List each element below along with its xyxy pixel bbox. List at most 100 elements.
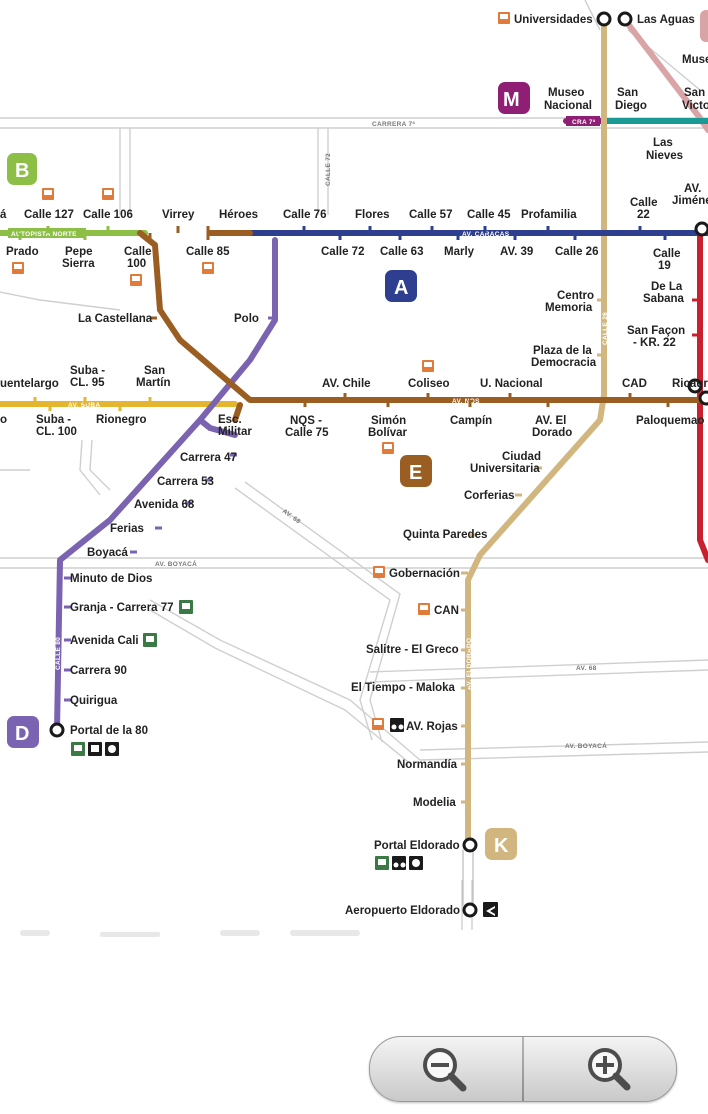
station-calle-22-2: 22 (637, 209, 650, 221)
station-ciudad-univ-1: Ciudad (502, 451, 541, 463)
street-av68-b: AV. 68 (576, 665, 597, 672)
zoom-out-button[interactable] (370, 1037, 522, 1101)
street-av-boyaca-b: AV. BOYACÁ (565, 741, 607, 750)
station-calle-72: Calle 72 (321, 246, 364, 258)
station-labels[interactable]: Universidades Las Aguas Muse Museo Nacio… (0, 14, 708, 917)
station-avenida-68: Avenida 68 (134, 499, 195, 511)
station-pepe-sierra-2: Sierra (62, 258, 95, 270)
station-ciudad-univ-2: Universitaria (470, 463, 540, 475)
station-ferias: Ferias (110, 523, 144, 535)
street-carrera7: CARRERA 7ª (372, 121, 415, 128)
station-las-aguas: Las Aguas (637, 14, 695, 26)
station-av-jimenez-1: AV. (684, 183, 701, 195)
station-nqs-75-2: Calle 75 (285, 427, 329, 439)
badge-line-k: K (494, 835, 509, 857)
station-avenida-cali: Avenida Cali (70, 635, 139, 647)
station-calle-127: Calle 127 (24, 209, 74, 221)
station-el-tiempo: El Tiempo - Maloka (351, 682, 456, 694)
portal-eldorado-marker (462, 837, 478, 853)
station-corferias: Corferias (464, 490, 515, 502)
cutoff-strip (20, 930, 360, 937)
station-prado: Prado (6, 246, 39, 258)
station-can: CAN (434, 605, 459, 617)
station-carrera-47: Carrera 47 (180, 452, 237, 464)
street-av-jimenez: AV. JIMÉNEZ (689, 297, 698, 340)
station-flores: Flores (355, 209, 390, 221)
station-ricaurte: Ricaurte (672, 378, 708, 390)
line-e-route (137, 230, 708, 403)
line-k-route (465, 17, 607, 848)
zoom-in-button[interactable] (524, 1037, 676, 1101)
station-granja: Granja - Carrera 77 (70, 602, 174, 614)
service-icons (12, 12, 510, 917)
station-av-jimenez-2: Jiménez (672, 195, 708, 207)
badge-line-d: D (15, 723, 29, 745)
station-calle-45: Calle 45 (467, 209, 511, 221)
street-autopista-norte: AUTOPISTA NORTE (11, 231, 77, 238)
station-salitre: Salitre - El Greco (366, 644, 459, 656)
portal-markers[interactable] (49, 11, 708, 918)
station-universidades: Universidades (514, 14, 593, 26)
station-simon-bolivar-2: Bolívar (368, 427, 408, 439)
station-heroes: Héroes (219, 209, 258, 221)
station-museo-nacional-1: Museo (548, 87, 584, 99)
station-esc-militar-2: Militar (218, 426, 252, 438)
portal-universidades (596, 11, 612, 27)
station-suba-100-1: Suba - (36, 414, 71, 426)
station-portal-80: Portal de la 80 (70, 725, 148, 737)
station-calle-22-1: Calle (630, 197, 658, 209)
zoom-in-icon (588, 1048, 631, 1091)
portal-las-aguas (617, 11, 633, 27)
station-de-la-sabana-2: Sabana (643, 293, 685, 305)
station-calle-26: Calle 26 (555, 246, 598, 258)
station-quinta-paredes: Quinta Paredes (403, 529, 487, 541)
portal-ricaurte-2 (698, 390, 708, 406)
station-campin: Campín (450, 415, 492, 427)
station-las-nieves-1: Las (653, 137, 673, 149)
station-pepe-sierra-1: Pepe (65, 246, 93, 258)
station-calle-85: Calle 85 (186, 246, 230, 258)
station-calle-100-1: Calle (124, 246, 152, 258)
street-calle80-b: CALLE 80 (55, 637, 62, 670)
badge-line-b: B (15, 160, 29, 182)
station-las-nieves-2: Nieves (646, 150, 683, 162)
street-av-caracas: AV. CARACAS (462, 231, 510, 238)
station-calle-19-1: Calle (653, 248, 681, 260)
badge-line-e: E (409, 462, 422, 484)
station-av-39: AV. 39 (500, 246, 533, 258)
station-suba-100-2: CL. 100 (36, 426, 77, 438)
station-carrera-53: Carrera 53 (157, 476, 214, 488)
station-partial-a: á (0, 209, 7, 221)
station-rionegro: Rionegro (96, 414, 146, 426)
station-san-facon-2: - KR. 22 (633, 337, 676, 349)
line-badges: B A E D K M (7, 10, 708, 860)
station-plaza-democracia-2: Democracia (531, 357, 597, 369)
station-quirigua: Quirigua (70, 695, 118, 707)
station-museo: Muse (682, 54, 708, 66)
station-calle-100-2: 100 (127, 258, 146, 270)
station-cad: CAD (622, 378, 647, 390)
station-carrera-90: Carrera 90 (70, 665, 127, 677)
station-boyaca: Boyacá (87, 547, 129, 559)
street-av-nqs: AV. NQS (452, 398, 480, 405)
street-av-suba: AV. SUBA (68, 402, 100, 409)
station-av-chile: AV. Chile (322, 378, 371, 390)
zoom-out-icon (423, 1048, 467, 1092)
station-modelia: Modelia (413, 797, 456, 809)
street-av-boyaca-a: AV. BOYACÁ (155, 559, 197, 568)
station-san-diego-1: San (617, 87, 638, 99)
station-museo-nacional-2: Nacional (544, 100, 592, 112)
station-coliseo: Coliseo (408, 378, 450, 390)
aeropuerto-marker (462, 902, 478, 918)
portal-av-jimenez (694, 221, 708, 237)
station-ticks (18, 226, 700, 804)
station-san-facon-1: San Façon (627, 325, 685, 337)
badge-line-m: M (503, 89, 520, 111)
station-av-el-dorado-2: Dorado (532, 427, 572, 439)
station-paloquemao: Paloquemao (636, 415, 704, 427)
station-de-la-sabana-1: De La (651, 281, 683, 293)
station-calle-57: Calle 57 (409, 209, 452, 221)
station-virrey: Virrey (162, 209, 195, 221)
station-suba-95-2: CL. 95 (70, 377, 105, 389)
